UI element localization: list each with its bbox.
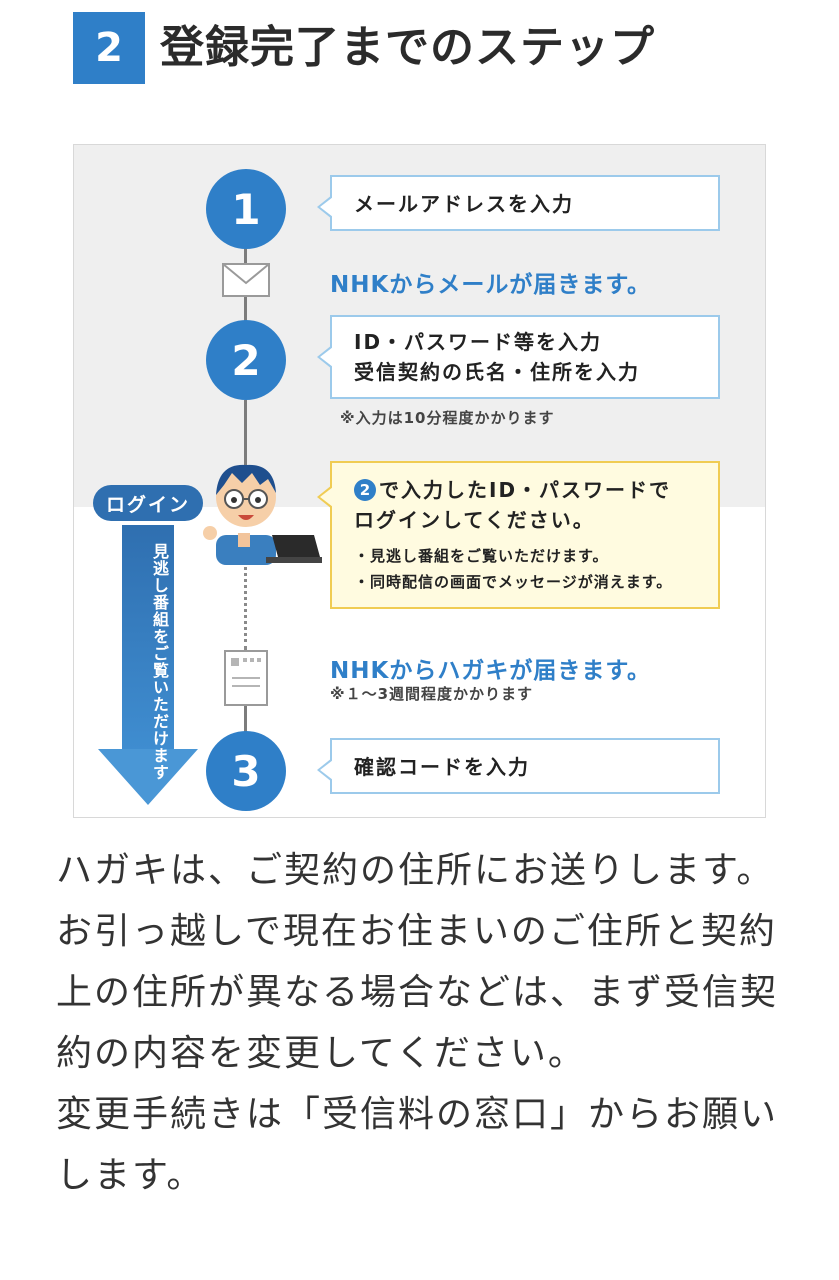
step-2-reference-badge: 2 xyxy=(354,479,376,501)
envelope-icon xyxy=(222,263,270,297)
section-title: 登録完了までのステップ xyxy=(160,22,655,73)
postcard-arrival-message: NHKからハガキが届きます。 xyxy=(330,658,652,684)
step-1-circle: 1 xyxy=(206,169,286,249)
step-3-box: 確認コードを入力 xyxy=(317,738,720,794)
step-2-box: ID・パスワード等を入力 受信契約の氏名・住所を入力 xyxy=(317,315,720,399)
explanation-text-2: 変更手続きは「受信料の窓口」からお願いします。 xyxy=(56,1094,779,1196)
connector-dotted-line xyxy=(244,560,247,650)
step-1-box: メールアドレスを入力 xyxy=(317,175,720,231)
step-3-text: 確認コードを入力 xyxy=(354,755,530,779)
explanation-text-1: ハガキは、ご契約の住所にお送りします。お引っ越しで現在お住まいのご住所と契約上の… xyxy=(56,850,779,1074)
postcard-icon xyxy=(224,650,268,706)
connector-line xyxy=(244,295,247,325)
mail-arrival-message: NHKからメールが届きます。 xyxy=(330,272,652,298)
step-3-circle: 3 xyxy=(206,731,286,811)
step-2-line-1: ID・パスワード等を入力 xyxy=(354,330,603,354)
login-line-2: ログインしてください。 xyxy=(354,508,595,532)
login-bullet-2: ・同時配信の画面でメッセージが消えます。 xyxy=(354,573,673,591)
explanation-paragraph: ハガキは、ご契約の住所にお送りします。お引っ越しで現在お住まいのご住所と契約上の… xyxy=(56,840,796,1206)
login-badge: ログイン xyxy=(93,485,203,521)
user-character-icon xyxy=(202,457,322,565)
step-2-line-2: 受信契約の氏名・住所を入力 xyxy=(354,360,640,384)
arrow-shaft xyxy=(122,525,174,750)
connector-line xyxy=(244,705,247,740)
step-1-text: メールアドレスを入力 xyxy=(354,192,574,216)
steps-diagram: 1 メールアドレスを入力 NHKからメールが届きます。 2 ID・パスワード等を… xyxy=(73,144,766,818)
arrow-text: 見逃し番組をご覧いただけます xyxy=(150,543,169,781)
postcard-note: ※１～3週間程度かかります xyxy=(330,685,534,703)
connector-line xyxy=(244,400,247,475)
down-arrow-icon xyxy=(98,749,198,805)
step-2-circle: 2 xyxy=(206,320,286,400)
section-number: 2 xyxy=(73,12,145,84)
login-bullet-1: ・見逃し番組をご覧いただけます。 xyxy=(354,547,609,565)
step-2-note: ※入力は10分程度かかります xyxy=(340,409,555,427)
